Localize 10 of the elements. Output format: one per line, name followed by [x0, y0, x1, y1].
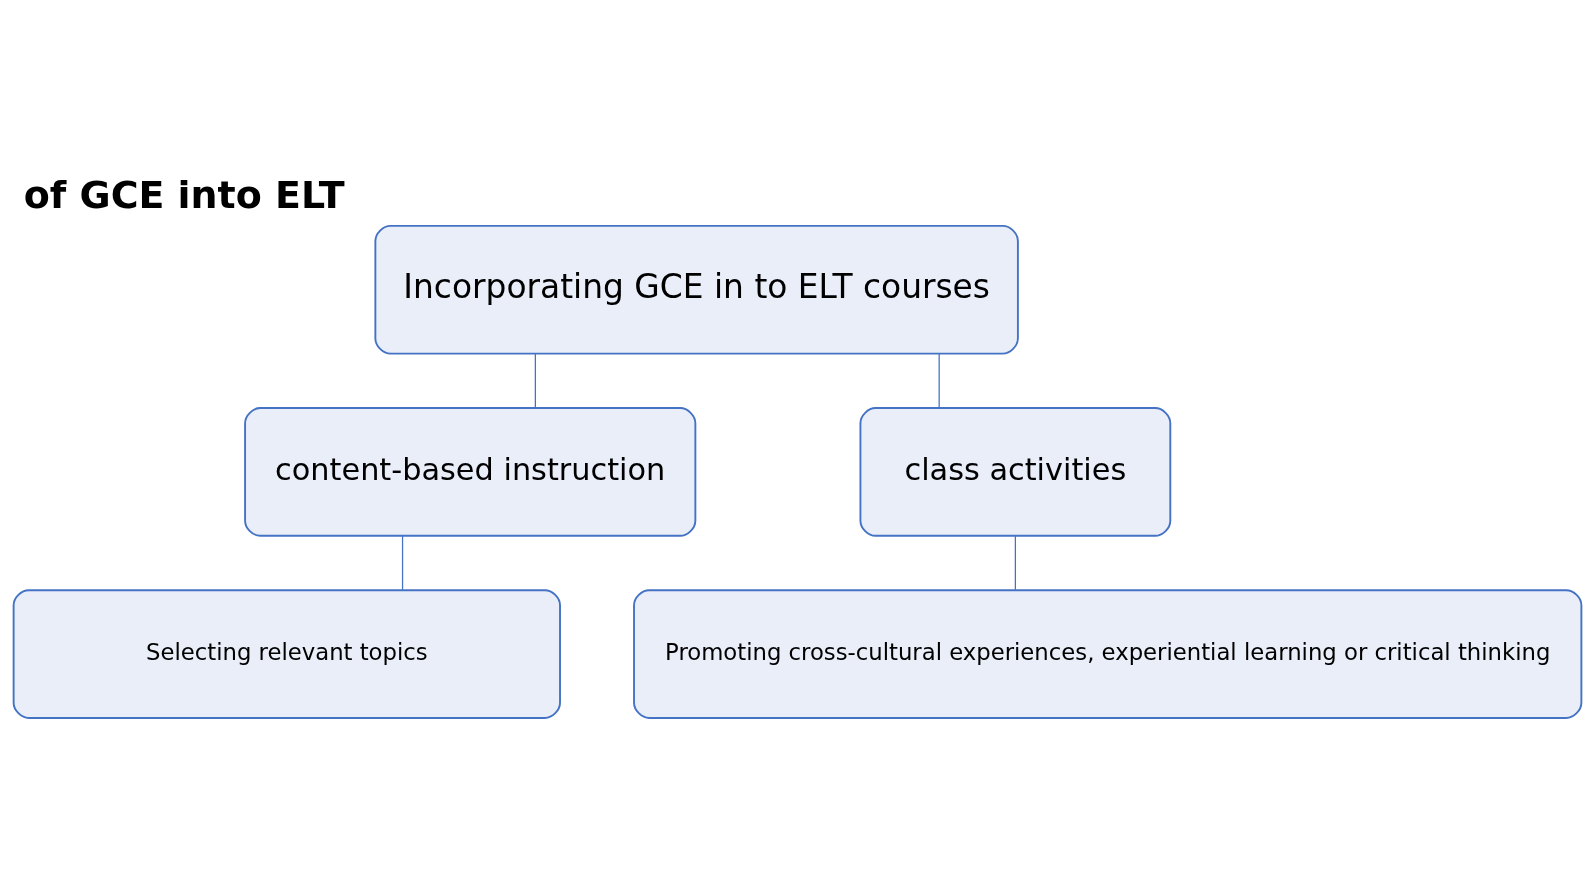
connector — [534, 353, 536, 409]
node-box: class activities — [859, 407, 1172, 537]
diagram-title: of GCE into ELT — [23, 173, 345, 218]
node-box: Promoting cross-cultural experiences, experiential learning or critical thinking — [633, 589, 1583, 719]
connector — [401, 535, 404, 591]
node-box: content-based instruction — [244, 407, 697, 537]
node-box: Incorporating GCE in to ELT courses — [374, 224, 1019, 355]
connector — [1014, 535, 1016, 591]
connector — [938, 353, 940, 409]
node-box: Selecting relevant topics — [12, 589, 561, 719]
